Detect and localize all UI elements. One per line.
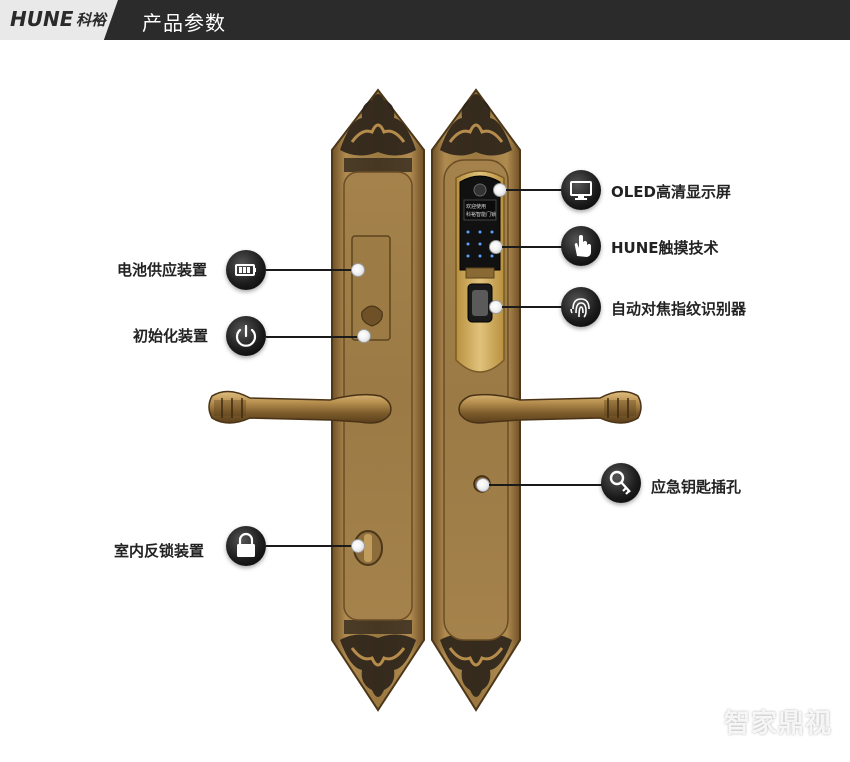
touch-hand-icon [561, 226, 601, 266]
oled-line-1: 欢迎使用 [466, 203, 486, 210]
callout-key-line-ext [562, 484, 602, 486]
callout-init-dot [357, 329, 371, 343]
battery-icon [226, 250, 266, 290]
callout-deadlock-line [266, 545, 352, 547]
brand-logo-en: HUNE [10, 7, 74, 31]
callout-battery-label: 电池供应装置 [117, 261, 208, 279]
callout-battery-dot [351, 263, 365, 277]
oled-line-2: 科裕智能门锁 [466, 211, 496, 218]
key-icon [601, 463, 641, 503]
callout-key-label: 应急钥匙插孔 [651, 478, 742, 496]
callout-oled-label: OLED高清显示屏 [611, 183, 732, 201]
callout-init-line [266, 336, 358, 338]
callout-fingerprint-label: 自动对焦指纹识别器 [611, 300, 747, 318]
door-lock-illustration: 欢迎使用 科裕智能门锁 [208, 88, 642, 712]
padlock-icon [226, 526, 266, 566]
callout-oled-line [506, 189, 562, 191]
callout-key-dot [476, 478, 490, 492]
brand-logo: HUNE 科裕 [0, 0, 118, 40]
monitor-icon [561, 170, 601, 210]
power-icon [226, 316, 266, 356]
callout-touch-line [502, 246, 562, 248]
callout-touch-dot [489, 240, 503, 254]
page-title: 产品参数 [142, 11, 226, 35]
fingerprint-icon [561, 287, 601, 327]
brand-logo-cn: 科裕 [76, 11, 107, 29]
callout-touch-label: HUNE触摸技术 [611, 239, 719, 257]
outdoor-handle [458, 390, 642, 424]
watermark: 智家鼎视 [723, 709, 832, 739]
callout-fingerprint-dot [489, 300, 503, 314]
callout-init-label: 初始化装置 [133, 327, 209, 345]
header-bar: HUNE 科裕 产品参数 [0, 0, 850, 40]
callout-fingerprint-line [502, 306, 562, 308]
callout-battery-line [266, 269, 352, 271]
indoor-handle [208, 390, 392, 424]
callout-oled-dot [493, 183, 507, 197]
callout-key-line [489, 484, 562, 486]
callout-deadlock-dot [351, 539, 365, 553]
callout-deadlock-label: 室内反锁装置 [114, 542, 205, 560]
